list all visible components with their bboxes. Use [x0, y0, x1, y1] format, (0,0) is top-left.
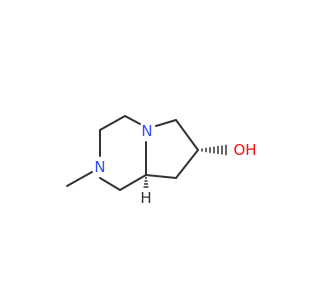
bond-c1-c2 — [119, 174, 147, 191]
bond-c2-nmethyl — [99, 177, 121, 191]
atom-n-methyl: N — [94, 158, 105, 176]
hashed-wedge-h — [143, 177, 149, 188]
bond-c6-c7 — [175, 149, 199, 179]
atom-hydroxyl: OH — [233, 141, 256, 159]
bond-c4-nbridge — [124, 115, 141, 125]
bond-c5-c6 — [175, 119, 199, 151]
bond-c7-c1 — [145, 174, 177, 179]
atom-stereo-h: H — [140, 189, 151, 207]
bond-methyl — [66, 171, 93, 187]
bond-c3-c4 — [99, 115, 126, 131]
structure-canvas: N N OH H — [66, 115, 257, 207]
hashed-wedge-oh — [201, 144, 227, 156]
molecule-diagram: N N OH H — [66, 115, 257, 207]
atom-n-bridge: N — [141, 122, 152, 140]
bond-nbridge-c5 — [155, 119, 177, 127]
